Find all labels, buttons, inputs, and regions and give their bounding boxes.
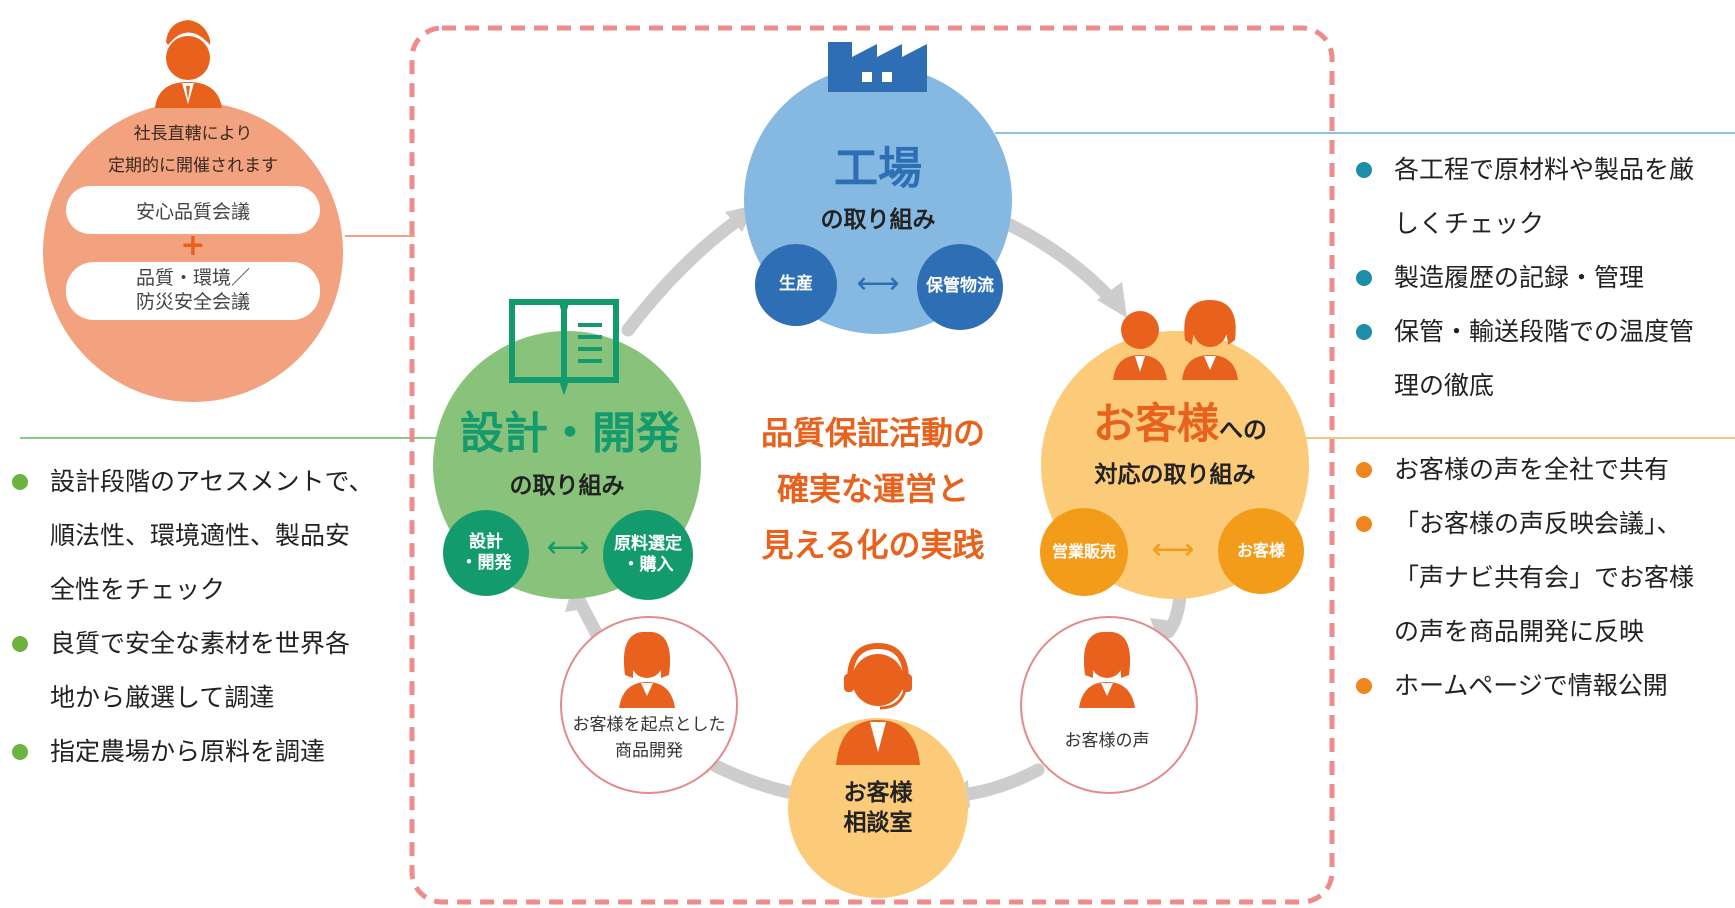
factory-sub-production: 生産: [755, 244, 837, 326]
meeting2-line1: 品質・環境／: [135, 267, 250, 290]
center-text-line1: 品質保証活動の: [760, 414, 985, 452]
consult-circle: [788, 718, 968, 898]
factory-title: 工場: [834, 143, 922, 194]
design-sub-design: 設計 ・開発: [443, 510, 529, 596]
customer-bullet-1: お客様の声を全社で共有: [1356, 443, 1735, 497]
design-bullet-3-line1: 指定農場から原料を調達: [50, 737, 326, 766]
customer-subtitle: 対応の取り組み: [1094, 462, 1256, 488]
design-bullet-1: 設計段階のアセスメントで、 順法性、環境適性、製品安 全性をチェック: [12, 455, 412, 617]
factory-bullet-1-line1: 各工程で原材料や製品を厳: [1394, 155, 1695, 184]
book-icon: [509, 299, 619, 396]
customer-bullet-1-line1: お客様の声を全社で共有: [1394, 455, 1670, 484]
customer-bullet-3: ホームページで情報公開: [1356, 659, 1735, 713]
consult-line1: お客様: [843, 780, 913, 806]
dashed-frame: [409, 25, 1335, 905]
customer-bullet-list: お客様の声を全社で共有 「お客様の声反映会議」、 「声ナビ共有会」でお客様 の声…: [1356, 443, 1735, 713]
factory-double-arrow-icon: ⟷: [856, 265, 900, 301]
meeting-pill-safety: 品質・環境／ 防災安全会議: [66, 262, 320, 320]
design-sub-design-line1: 設計: [469, 531, 503, 552]
customer-bullet-2: 「お客様の声反映会議」、 「声ナビ共有会」でお客様 の声を商品開発に反映: [1356, 497, 1735, 659]
woman-icon: [619, 631, 675, 708]
arrowhead: [1097, 282, 1127, 318]
meeting-circle: [43, 102, 343, 402]
factory-icon: [828, 42, 927, 92]
factory-bullet-list: 各工程で原材料や製品を厳 しくチェック 製造履歴の記録・管理 保管・輸送段階での…: [1356, 143, 1735, 413]
product-dev-line2: 商品開発: [615, 741, 683, 761]
meeting2-line2: 防災安全会議: [135, 291, 250, 313]
center-text-line2: 確実な運営と: [776, 470, 969, 508]
design-sub-procurement: 原料選定 ・購入: [603, 510, 693, 600]
meeting-pill-quality: 安心品質会議: [66, 186, 320, 234]
customer-title-suffix: への: [1219, 416, 1267, 444]
design-bullet-list: 設計段階のアセスメントで、 順法性、環境適性、製品安 全性をチェック 良質で安全…: [12, 455, 412, 779]
factory-sub-storage: 保管物流: [917, 244, 1003, 330]
design-title: 設計・開発: [460, 408, 680, 459]
factory-bullet-1-line2: しくチェック: [1394, 209, 1545, 238]
design-bullet-1-line1: 設計段階のアセスメントで、: [50, 467, 374, 496]
headset-operator-icon: [836, 642, 920, 765]
customer-sub-customer: お客様: [1218, 508, 1304, 594]
meeting-intro-line1: 社長直轄により: [133, 123, 253, 144]
factory-bullet-2-line1: 製造履歴の記録・管理: [1394, 263, 1645, 292]
design-bullet-2-line1: 良質で安全な素材を世界各: [50, 629, 351, 658]
cycle-arrow-consult-product: [701, 755, 795, 799]
design-bullet-3: 指定農場から原料を調達: [12, 725, 412, 779]
cycle-arrow-design-factory: [621, 213, 745, 337]
customer-bullet-2-line3: の声を商品開発に反映: [1394, 617, 1645, 646]
woman-icon: [1079, 631, 1135, 708]
cycle-arrow-voice-consult: [955, 763, 1045, 802]
customer-bullet-2-line1: 「お客様の声反映会議」、: [1394, 509, 1682, 538]
consult-line2: 相談室: [843, 810, 913, 836]
cycle-arrow-factory-customer: [1003, 218, 1119, 307]
customer-title-main: お客様: [1092, 399, 1219, 448]
design-sub-procurement-line1: 原料選定: [614, 533, 682, 554]
design-bullet-1-line3: 全性をチェック: [50, 575, 226, 604]
consult-label: お客様 相談室: [808, 778, 948, 838]
product-dev-line1: お客様を起点とした: [572, 715, 726, 735]
design-subtitle: の取り組み: [509, 473, 625, 499]
factory-subtitle: の取り組み: [820, 207, 936, 233]
design-bullet-2: 良質で安全な素材を世界各 地から厳選して調達: [12, 617, 412, 725]
design-bullet-1-line2: 順法性、環境適性、製品安: [50, 521, 351, 550]
center-text-line3: 見える化の実践: [761, 526, 985, 564]
factory-bullet-3-line2: 理の徹底: [1394, 371, 1495, 400]
design-sub-design-line2: ・開発: [460, 553, 512, 573]
factory-bullet-3-line1: 保管・輸送段階での温度管: [1394, 317, 1695, 346]
design-sub-procurement-line2: ・購入: [622, 555, 674, 575]
factory-bullet-3: 保管・輸送段階での温度管 理の徹底: [1356, 305, 1735, 413]
design-bullet-2-line2: 地から厳選して調達: [50, 683, 275, 712]
product-dev-label: お客様を起点とした 商品開発: [560, 712, 738, 764]
factory-bullet-2: 製造履歴の記録・管理: [1356, 251, 1735, 305]
executive-person-icon: [155, 20, 222, 108]
customer-bullet-3-line1: ホームページで情報公開: [1394, 671, 1668, 700]
staff-people-icon: [1113, 300, 1238, 380]
voice-label: お客様の声: [1064, 730, 1150, 751]
center-text: 品質保証活動の 確実な運営と 見える化の実践: [738, 405, 1008, 573]
customer-sub-sales: 営業販売: [1040, 508, 1128, 596]
meeting-intro-line2: 定期的に開催されます: [108, 155, 278, 176]
customer-bullet-2-line2: 「声ナビ共有会」でお客様: [1394, 563, 1695, 592]
design-double-arrow-icon: ⟷: [546, 529, 590, 565]
plus-sign: +: [180, 227, 206, 263]
customer-title: お客様 への: [1080, 390, 1280, 450]
factory-bullet-1: 各工程で原材料や製品を厳 しくチェック: [1356, 143, 1735, 251]
customer-double-arrow-icon: ⟷: [1151, 531, 1195, 567]
